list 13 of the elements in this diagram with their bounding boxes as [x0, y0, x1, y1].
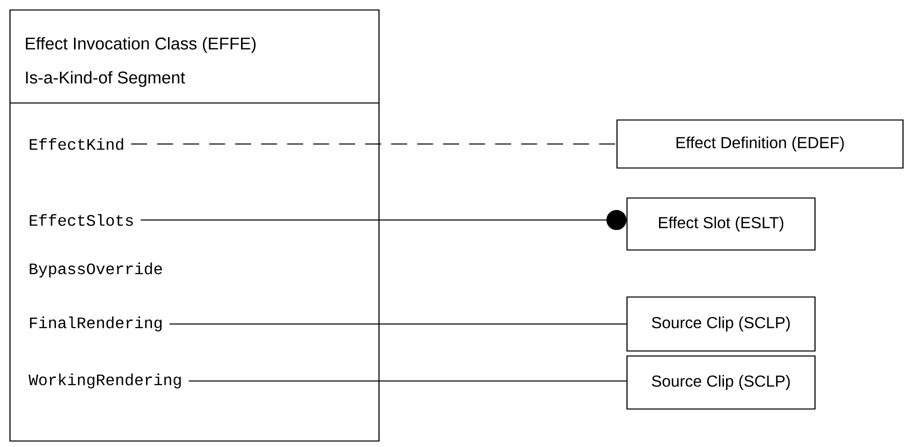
class-box: Source Clip (SCLP): [626, 355, 816, 410]
connector-line: [131, 143, 616, 145]
class-box: Effect Definition (EDEF): [616, 119, 904, 169]
connector-line: [140, 210, 626, 230]
attribute-name: EffectSlots: [30, 214, 133, 226]
class-box: Effect Slot (ESLT): [626, 197, 816, 251]
connector-line: [170, 323, 626, 325]
attribute-name: WorkingRendering: [28, 374, 181, 388]
attribute-name: EffectKind: [30, 138, 124, 150]
connector-line: [188, 380, 626, 382]
class-box: Source Clip (SCLP): [626, 296, 816, 352]
attribute-name: BypassOverride: [30, 262, 162, 278]
attribute-name: FinalRendering: [30, 316, 162, 332]
